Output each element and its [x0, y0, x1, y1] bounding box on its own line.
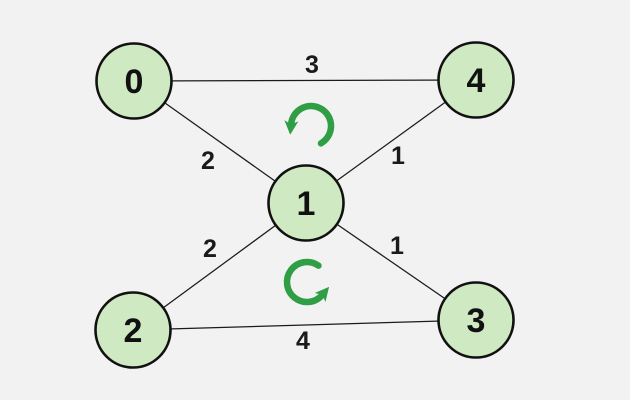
node-label-3: 3	[467, 302, 486, 340]
node-circle-4	[437, 41, 515, 119]
edge-weight-1-3: 1	[390, 232, 404, 260]
node-label-4: 4	[467, 62, 486, 100]
node-label-0: 0	[125, 63, 144, 101]
node-circle-1	[267, 164, 345, 242]
edge-weight-0-1: 2	[201, 147, 215, 175]
edge-weight-2-3: 4	[296, 327, 310, 355]
edge-0-4	[133, 79, 477, 82]
edge-weight-0-4: 3	[305, 51, 319, 79]
graph-node-2: 2	[94, 291, 172, 369]
rotate-clockwise-icon	[283, 258, 330, 306]
graph-node-0: 0	[95, 42, 173, 120]
graph-node-4: 4	[437, 41, 515, 119]
graph-node-3: 3	[437, 281, 515, 359]
graph-node-1: 1	[267, 164, 345, 242]
edge-weight-4-1: 1	[391, 142, 405, 170]
rotate-counterclockwise-icon	[284, 102, 335, 147]
edge-2-3	[132, 319, 477, 331]
node-label-2: 2	[124, 312, 143, 350]
node-circle-2	[94, 291, 172, 369]
node-circle-0	[95, 42, 173, 120]
node-circle-3	[437, 281, 515, 359]
edge-weight-1-2: 2	[203, 235, 217, 263]
node-label-1: 1	[297, 185, 316, 223]
